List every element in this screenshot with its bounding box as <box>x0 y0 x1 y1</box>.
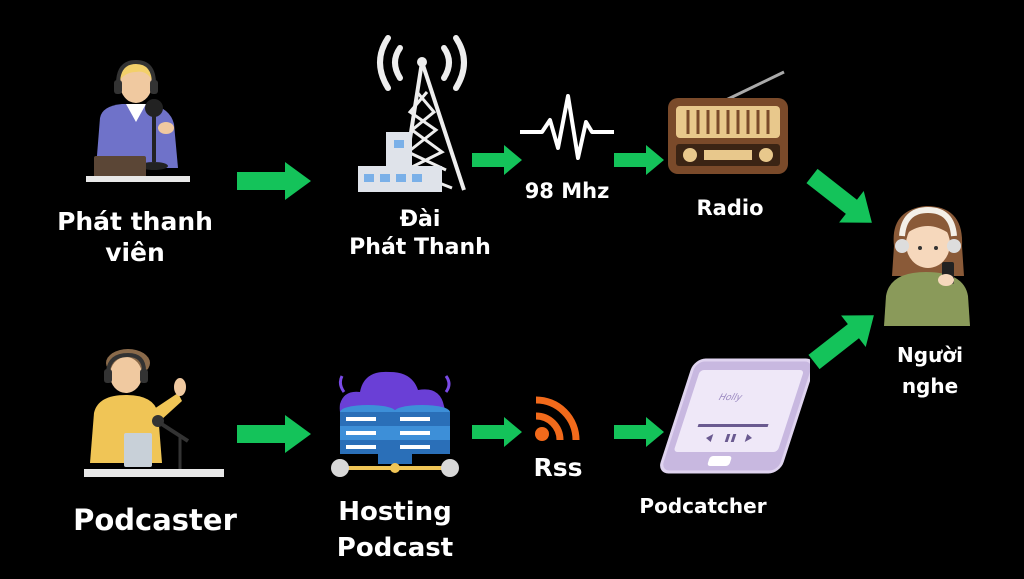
announcer-label-line2: viên <box>105 238 165 268</box>
arrow-rss-to-podcatcher <box>614 417 664 447</box>
podcaster-illustration <box>84 345 224 481</box>
arrow-station-to-frequency <box>472 145 522 175</box>
station-label-line1: Đài <box>399 207 441 232</box>
frequency-label: 98 Mhz <box>524 179 610 203</box>
podcatcher-label: Podcatcher <box>639 494 767 518</box>
server-cloud-illustration <box>330 362 460 482</box>
arrow-radio-to-listener <box>806 168 872 223</box>
smartphone-illustration: Holly <box>650 358 810 476</box>
rss-label: Rss <box>533 453 583 482</box>
announcer-label-line1: Phát thanh <box>57 207 213 236</box>
vintage-radio-illustration <box>664 70 792 180</box>
arrow-hosting-to-rss <box>472 417 522 447</box>
station-label-line2: Phát Thanh <box>349 234 491 260</box>
radio-label: Radio <box>696 196 764 220</box>
podcaster-label: Podcaster <box>73 503 237 537</box>
arrow-announcer-to-station <box>237 162 311 200</box>
hosting-label: Hosting Podcast <box>300 494 490 567</box>
station-label: Đài Phát Thanh <box>320 206 520 261</box>
listener-illustration <box>880 200 980 328</box>
radio-tower-illustration <box>356 32 488 194</box>
arrow-frequency-to-radio <box>614 145 664 175</box>
announcer-label: Phát thanh viên <box>40 206 230 269</box>
rss-icon <box>534 396 580 442</box>
announcer-illustration <box>82 58 190 186</box>
arrow-podcaster-to-hosting <box>237 415 311 453</box>
listener-label: Người nghe <box>870 340 990 402</box>
svg-text:Holly: Holly <box>717 392 744 403</box>
arrow-podcatcher-to-listener <box>808 315 874 370</box>
hosting-label-line2: Podcast <box>336 533 454 564</box>
hosting-label-line1: Hosting <box>338 497 452 527</box>
signal-wave-icon <box>520 92 614 162</box>
listener-label-line1: Người <box>897 343 963 367</box>
listener-label-line2: nghe <box>901 374 959 398</box>
